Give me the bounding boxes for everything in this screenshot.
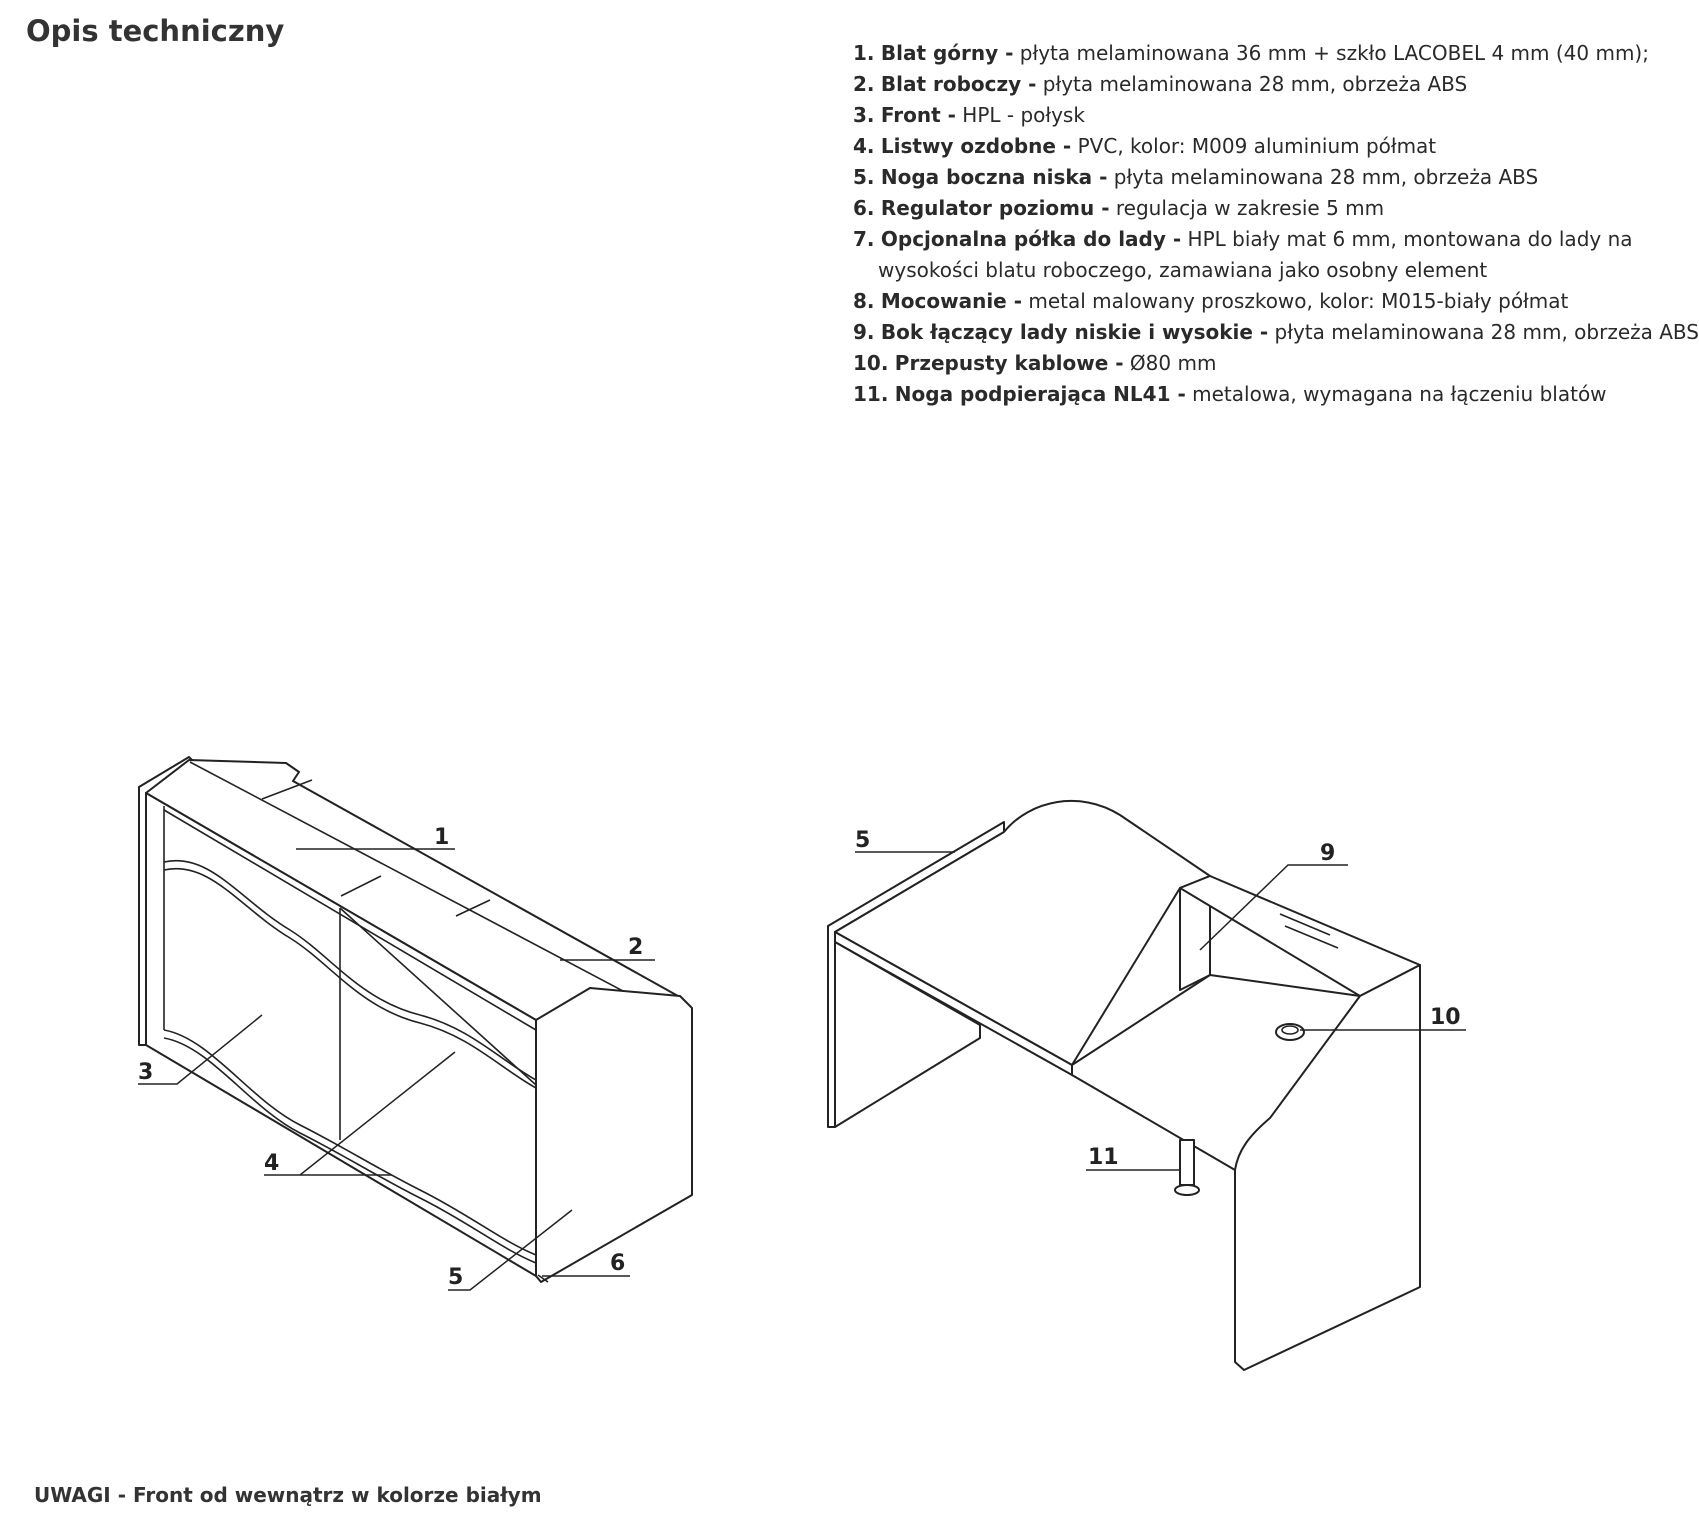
spec-item: 4. Listwy ozdobne - PVC, kolor: M009 alu… — [853, 131, 1699, 162]
spec-number: 1. — [853, 41, 875, 65]
spec-number: 8. — [853, 289, 875, 313]
callout-2: 2 — [628, 935, 643, 960]
spec-desc: metal malowany proszkowo, kolor: M015-bi… — [1022, 289, 1569, 313]
spec-desc: płyta melaminowana 28 mm, obrzeża ABS — [1036, 72, 1468, 96]
callout-6: 6 — [610, 1251, 625, 1276]
callout-5: 5 — [855, 828, 870, 853]
spec-name: Noga boczna niska - — [880, 165, 1108, 189]
glass-shelf-segment — [261, 779, 313, 800]
support-leg-foot — [1174, 1184, 1200, 1196]
front-view-callouts: 1 2 3 4 5 6 — [138, 825, 655, 1291]
spec-number: 6. — [853, 196, 875, 220]
spec-list: 1. Blat górny - płyta melaminowana 36 mm… — [853, 38, 1699, 410]
spec-item: 2. Blat roboczy - płyta melaminowana 28 … — [853, 69, 1699, 100]
spec-item: 7. Opcjonalna półka do lady - HPL biały … — [853, 224, 1699, 286]
spec-name: Noga podpierająca NL41 - — [894, 382, 1186, 406]
spec-name: Regulator poziomu - — [880, 196, 1110, 220]
front-view-drawing — [138, 756, 693, 1283]
spec-number: 7. — [853, 227, 875, 251]
spec-desc: płyta melaminowana 28 mm, obrzeża ABS — [1107, 165, 1539, 189]
spec-name: Bok łączący lady niskie i wysokie - — [880, 320, 1269, 344]
back-view-callouts: 5 9 10 11 — [855, 828, 1466, 1171]
glass-top-segment — [1284, 925, 1339, 949]
glass-shelf-segment — [455, 899, 491, 917]
spec-name: Mocowanie - — [880, 289, 1023, 313]
spec-name: Listwy ozdobne - — [880, 134, 1072, 158]
callout-4: 4 — [264, 1151, 279, 1176]
right-end-panel — [535, 987, 693, 1283]
callout-1: 1 — [434, 825, 449, 850]
decor-strip-upper — [163, 859, 537, 1081]
low-desk-leg — [834, 941, 981, 1128]
spec-item: 8. Mocowanie - metal malowany proszkowo,… — [853, 286, 1699, 317]
decor-strip-lower — [163, 1029, 537, 1256]
spec-name: Przepusty kablowe - — [894, 351, 1124, 375]
spec-number: 4. — [853, 134, 875, 158]
work-surface — [834, 800, 1211, 1066]
spec-desc: płyta melaminowana 36 mm + szkło LACOBEL… — [1013, 41, 1649, 65]
spec-desc: PVC, kolor: M009 aluminium półmat — [1071, 134, 1437, 158]
glass-top-segment — [1279, 913, 1331, 936]
spec-desc: metalowa, wymagana na łączeniu blatów — [1185, 382, 1607, 406]
callout-9: 9 — [1320, 841, 1335, 866]
notes: UWAGI - Front od wewnątrz w kolorze biał… — [34, 1483, 542, 1507]
spec-name: Blat górny - — [880, 41, 1014, 65]
callout-3: 3 — [138, 1060, 153, 1085]
spec-number: 9. — [853, 320, 875, 344]
spec-name: Front - — [880, 103, 956, 127]
level-regulator — [537, 1274, 549, 1283]
back-view-drawing — [827, 800, 1421, 1371]
glass-shelf-segment — [340, 875, 382, 897]
spec-number: 2. — [853, 72, 875, 96]
spec-desc: HPL - połysk — [955, 103, 1085, 127]
spec-desc-continued: wysokości blatu roboczego, zamawiana jak… — [878, 258, 1488, 282]
high-end-panel — [1234, 964, 1421, 1371]
callout-leader — [1199, 864, 1348, 951]
counter-band — [163, 809, 537, 1031]
spec-number: 11. — [853, 382, 889, 406]
decor-strip-lower — [163, 1037, 537, 1264]
spec-desc: płyta melaminowana 28 mm, obrzeża ABS — [1268, 320, 1699, 344]
spec-item: 5. Noga boczna niska - płyta melaminowan… — [853, 162, 1699, 193]
spec-number: 5. — [853, 165, 875, 189]
callout-leader — [448, 1209, 573, 1291]
callout-11: 11 — [1088, 1145, 1119, 1170]
spec-number: 3. — [853, 103, 875, 127]
callout-leader — [138, 1014, 263, 1085]
spec-number: 10. — [853, 351, 889, 375]
spec-item: 9. Bok łączący lady niskie i wysokie - p… — [853, 317, 1699, 348]
decor-strip-upper — [163, 867, 537, 1089]
spec-desc: Ø80 mm — [1123, 351, 1217, 375]
spec-item: 10. Przepusty kablowe - Ø80 mm — [853, 348, 1699, 379]
cable-grommet-inner — [1281, 1025, 1299, 1035]
spec-item: 11. Noga podpierająca NL41 - metalowa, w… — [853, 379, 1699, 410]
spec-item: 1. Blat górny - płyta melaminowana 36 mm… — [853, 38, 1699, 69]
callout-5: 5 — [448, 1265, 463, 1290]
spec-name: Opcjonalna półka do lady - — [880, 227, 1182, 251]
page-title: Opis techniczny — [26, 14, 285, 48]
spec-desc: HPL biały mat 6 mm, montowana do lady na — [1181, 227, 1633, 251]
callout-10: 10 — [1430, 1005, 1461, 1030]
support-leg — [1179, 1139, 1195, 1186]
spec-desc: regulacja w zakresie 5 mm — [1109, 196, 1385, 220]
counter-band — [339, 907, 537, 1086]
spec-item: 6. Regulator poziomu - regulacja w zakre… — [853, 193, 1699, 224]
spec-name: Blat roboczy - — [880, 72, 1037, 96]
spec-item: 3. Front - HPL - połysk — [853, 100, 1699, 131]
